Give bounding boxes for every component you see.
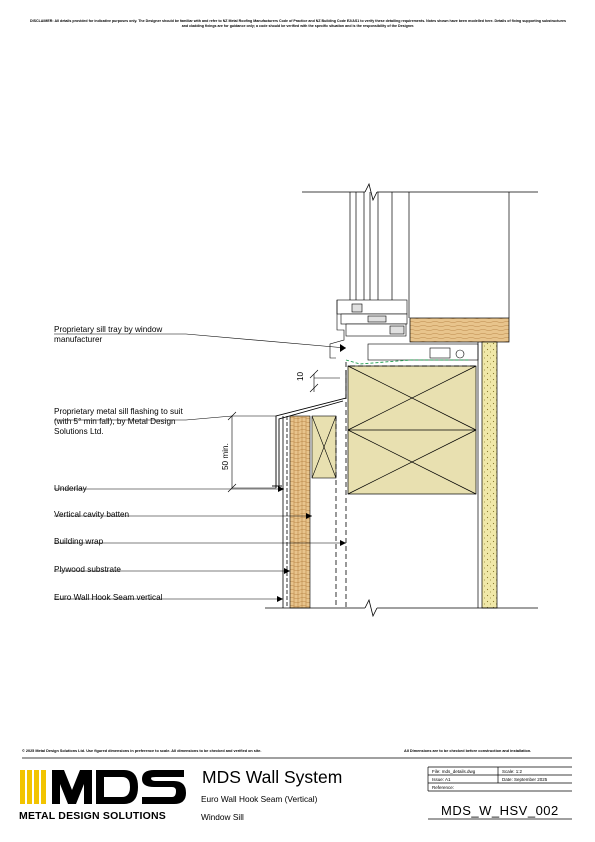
label-underlay: Underlay: [54, 484, 87, 493]
copyright-note: © 2025 Metal Design Solutions Ltd. Use f…: [22, 749, 262, 753]
bottom-break-line: [265, 598, 538, 618]
title-block-frame: [22, 757, 572, 820]
file-name: File: mds_details.dwg: [432, 769, 476, 774]
cavity-batten-block: [311, 415, 337, 479]
label-cladding: Euro Wall Hook Seam vertical: [54, 593, 163, 602]
internal-lining: [481, 341, 498, 609]
plywood-substrate: [289, 415, 311, 609]
building-wrap: [335, 362, 476, 608]
label-plywood: Plywood substrate: [54, 565, 121, 574]
disclaimer-text: DISCLAIMER: All details provided for ind…: [30, 19, 566, 28]
sill-tray: [345, 343, 479, 365]
dimension-text-10: 10: [296, 371, 305, 381]
top-break-line: [302, 182, 538, 202]
label-building-wrap: Building wrap: [54, 537, 104, 546]
detail-subtitle: Euro Wall Hook Seam (Vertical): [201, 794, 318, 804]
dimension-10: [309, 369, 340, 393]
issue: Issue: A1: [432, 777, 451, 782]
sheet-title: Window Sill: [201, 812, 244, 822]
dimension-note: All Dimensions are to be checked before …: [404, 749, 532, 753]
reference: Reference:: [432, 785, 455, 790]
timber-sill-board: [409, 317, 510, 343]
framing-timber-block: [347, 365, 477, 495]
leader-lines: [54, 333, 347, 600]
scale: Scale: 1:2: [502, 769, 523, 774]
euro-wall-hook-seam-cladding: [282, 416, 288, 608]
mds-logo: [20, 770, 186, 804]
window-sill-extrusion: [329, 299, 408, 359]
label-metal-flashing: Proprietary metal sill flashing to suit …: [54, 407, 183, 436]
label-cavity-batten: Vertical cavity batten: [54, 510, 130, 519]
date: Date: September 2025: [502, 777, 548, 782]
company-name: METAL DESIGN SOLUTIONS: [19, 810, 166, 822]
label-sill-tray: Proprietary sill tray by window manufact…: [54, 325, 163, 344]
drawing-number: MDS_W_HSV_002: [441, 803, 559, 818]
metal-sill-flashing: [272, 370, 347, 488]
window-frame: [349, 192, 510, 318]
dimension-text-50-min: 50 min.: [221, 443, 230, 470]
system-title: MDS Wall System: [202, 767, 343, 787]
leader-arrows: [277, 344, 346, 602]
dimension-50-min: [227, 411, 276, 493]
